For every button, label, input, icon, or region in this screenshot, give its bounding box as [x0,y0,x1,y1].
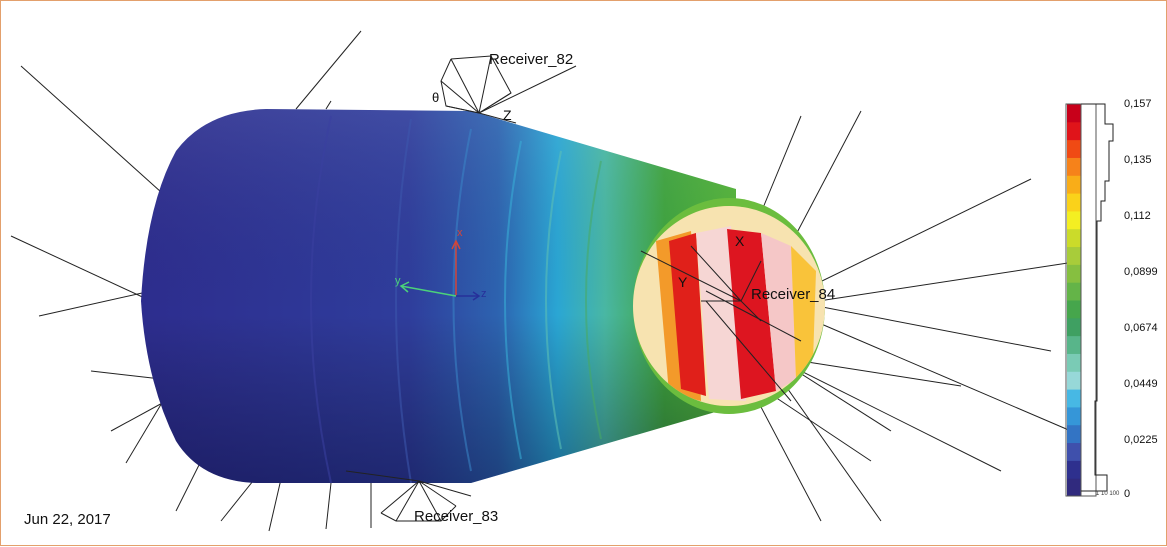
end-face[interactable] [631,196,831,416]
legend-color-segment [1067,478,1081,497]
legend-color-segment [1067,104,1081,123]
legend-color-segment [1067,157,1081,176]
z-axis-label: Z [503,107,512,123]
y-axis-label: Y [678,274,688,290]
legend-color-segment [1067,460,1081,479]
legend-color-segment [1067,175,1081,194]
legend-color-segment [1067,424,1081,444]
receiver-84-rays[interactable] [640,245,802,402]
legend-color-segment [1067,406,1081,426]
legend-histogram-label: 1 10 100 [1096,491,1120,497]
receiver-82-cone[interactable] [440,55,577,124]
legend-color-segment [1067,210,1081,230]
triad-z-label: z [481,288,487,300]
legend-color-segment [1067,282,1081,301]
legend-tick: 0,0899 [1124,266,1158,278]
legend-color-segment [1067,353,1081,372]
theta-axis-label: θ [432,90,440,105]
triad-x-label: x [457,227,463,239]
legend-color-segment [1067,139,1081,158]
legend-colorbar [1065,103,1097,497]
date-label: Jun 22, 2017 [24,511,111,528]
legend-color-segment [1067,442,1081,461]
legend-tick: 0,112 [1124,210,1151,222]
legend-tick: 0,0449 [1124,378,1158,390]
legend-color-segment [1067,300,1081,319]
legend-color-segment [1067,317,1081,337]
legend-tick: 0,135 [1124,154,1152,166]
legend-tick: 0,0225 [1124,434,1158,446]
receiver-84-label[interactable]: Receiver_84 [751,286,836,303]
receiver-83-label[interactable]: Receiver_83 [414,508,499,525]
receiver-83-cone[interactable] [345,470,472,522]
mesh-lines [10,30,1082,532]
legend-color-segment [1067,389,1081,408]
x-axis-label: X [735,233,745,249]
legend-color-segment [1067,371,1081,390]
legend-color-segment [1067,228,1081,248]
legend-tick: 0,157 [1124,98,1152,110]
legend-histogram [1081,103,1114,492]
legend-tick: 0,0674 [1124,322,1158,334]
legend-color-segment [1067,246,1081,265]
receiver-82-label[interactable]: Receiver_82 [489,51,574,68]
cylinder-body[interactable] [141,109,736,484]
legend-tick: 0 [1124,488,1131,500]
coordinate-triad [399,239,481,301]
triad-y-label: y [395,275,401,287]
legend-color-segment [1067,193,1081,212]
legend-color-segment [1067,121,1081,141]
legend-color-segment [1067,335,1081,354]
legend-color-segment [1067,264,1081,283]
